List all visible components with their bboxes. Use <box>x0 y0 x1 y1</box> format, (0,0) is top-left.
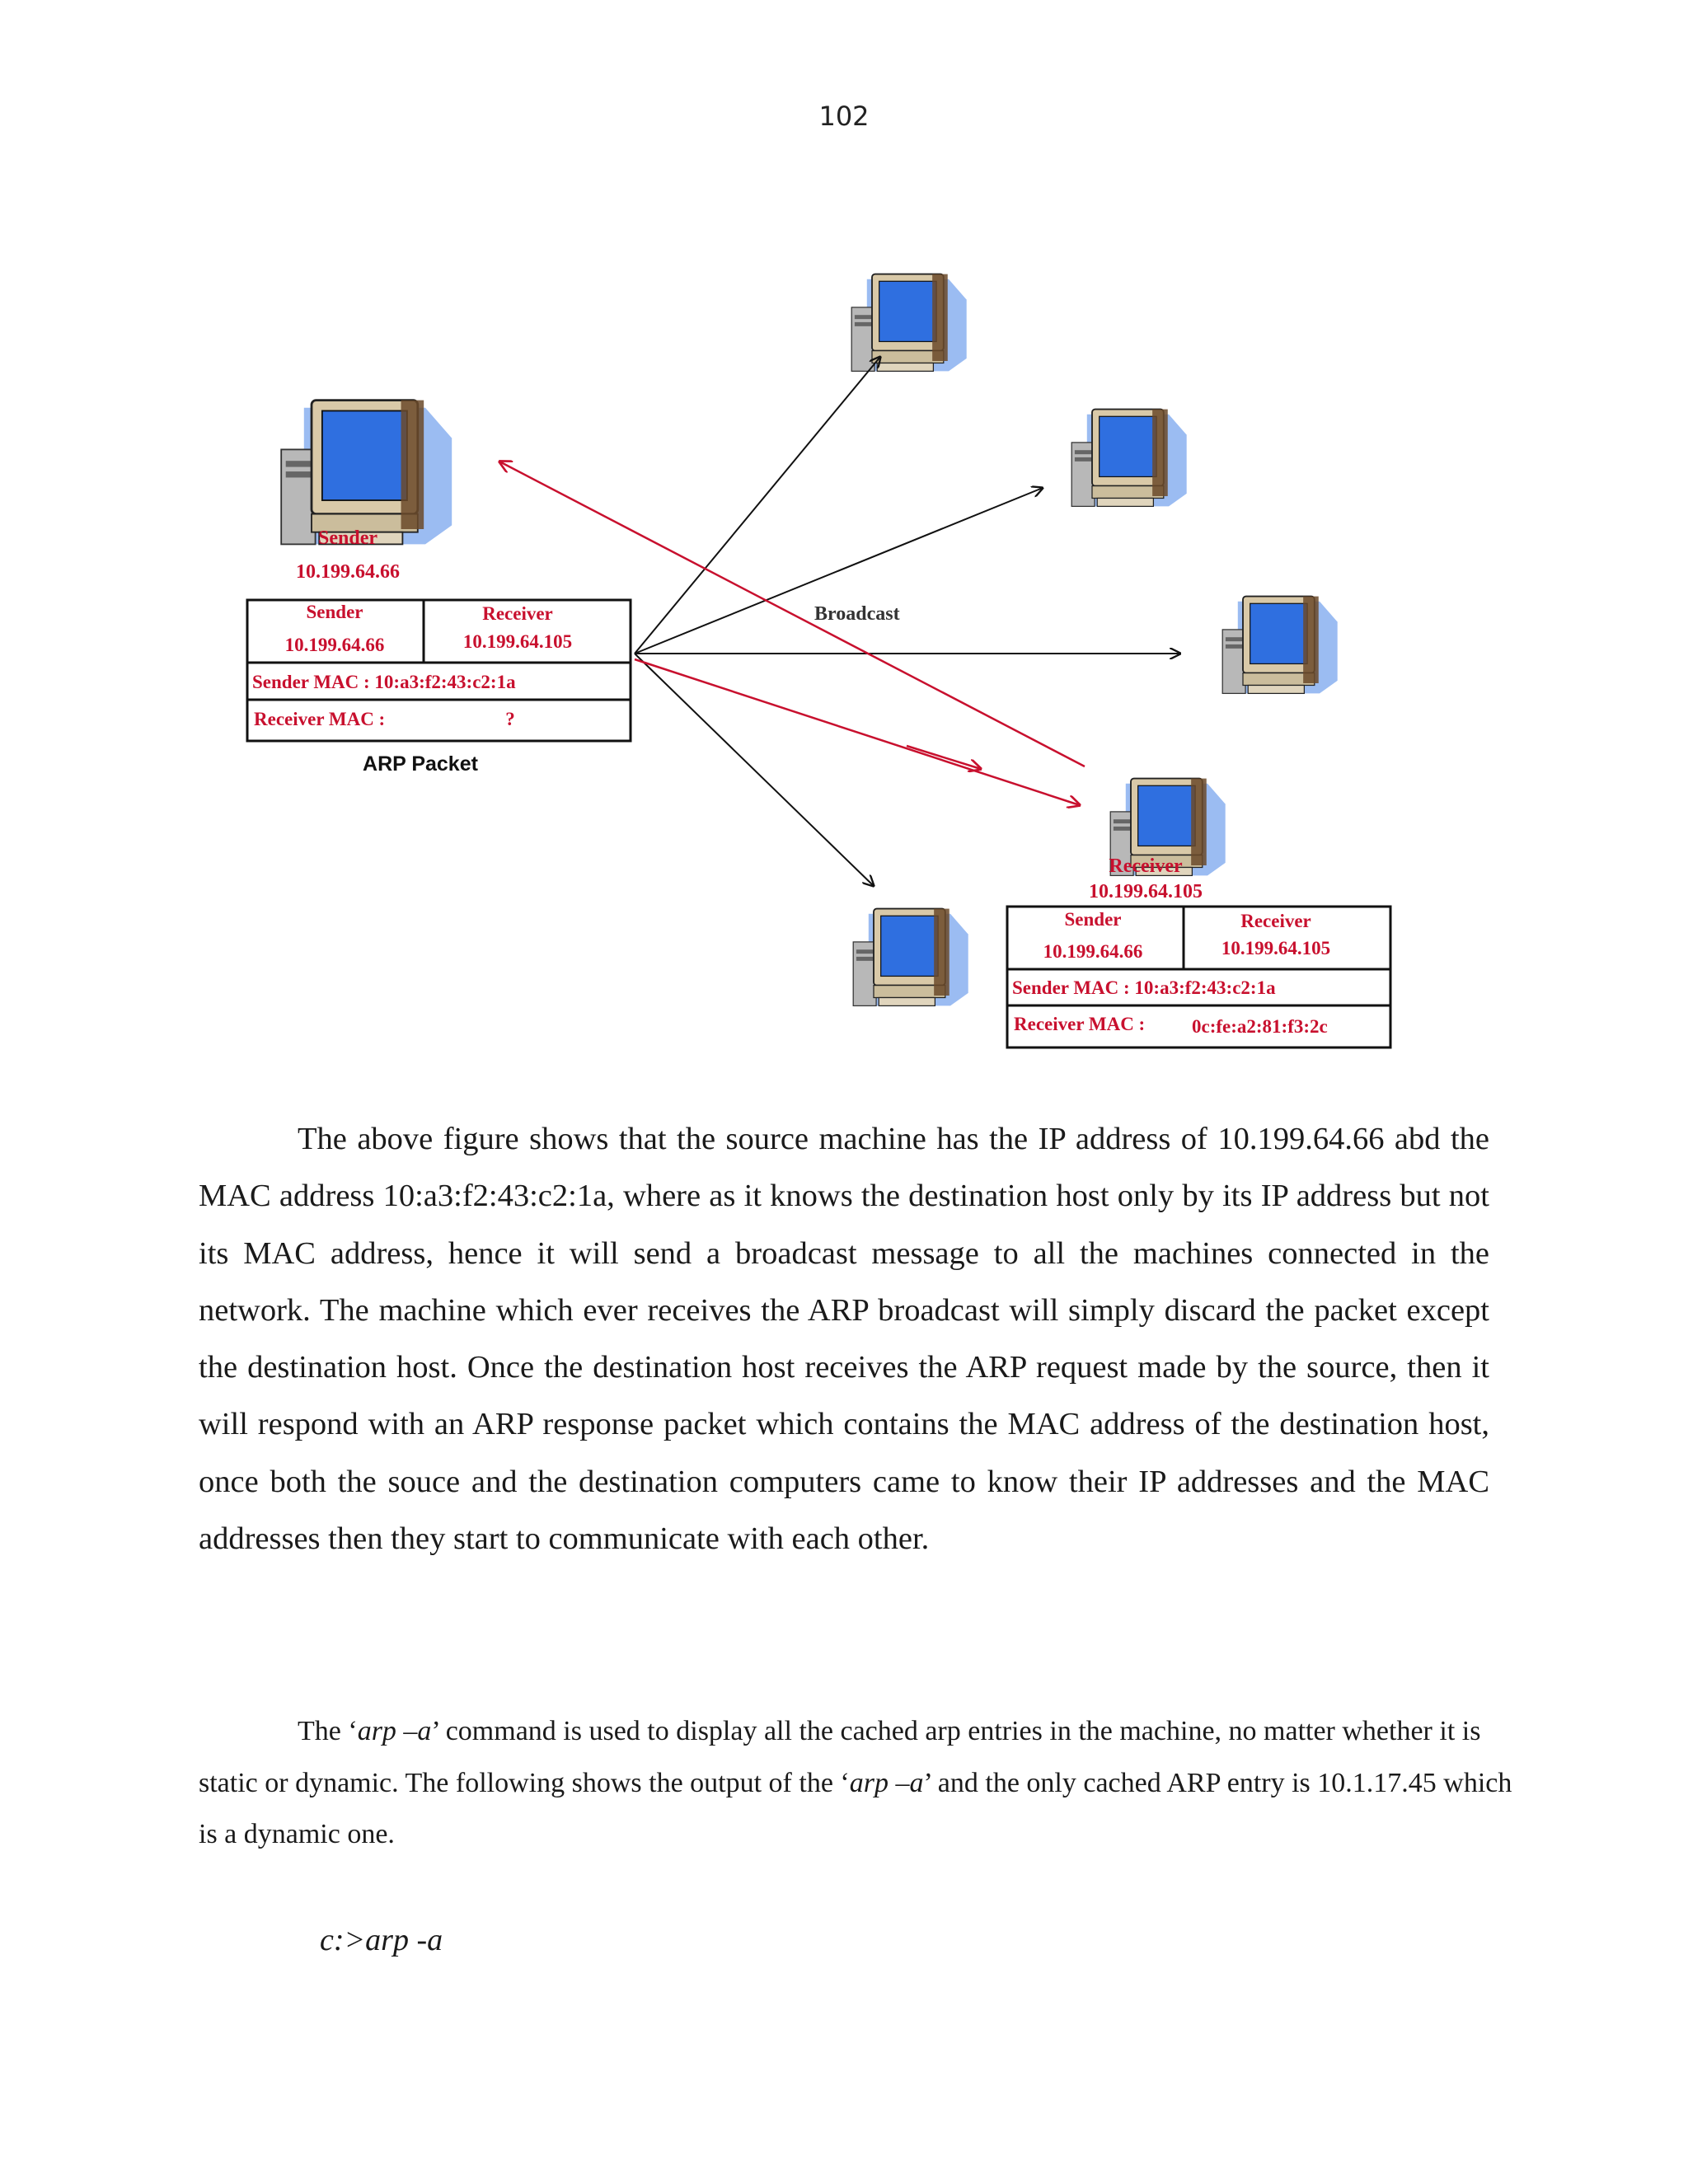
reply-receiver-header: Receiver <box>1240 911 1311 931</box>
sender-host-ip: 10.199.64.66 <box>296 561 400 583</box>
reply-sender-mac: Sender MAC : 10:a3:f2:43:c2:1a <box>1012 977 1276 998</box>
receiver-host-title: Receiver <box>1109 855 1183 877</box>
page-number: 102 <box>818 101 870 132</box>
body-paragraph-text: The above figure shows that the source m… <box>199 1122 1489 1557</box>
request-receiver-header: Receiver <box>482 603 553 624</box>
arp-request-table: Sender 10.199.64.66 Receiver 10.199.64.1… <box>246 598 632 743</box>
receiver-host-ip: 10.199.64.105 <box>1089 881 1203 902</box>
reply-receiver-mac-label: Receiver MAC : <box>1014 1014 1145 1034</box>
request-to-receiver-arrow <box>906 744 981 769</box>
host-computer-icon <box>1071 408 1188 508</box>
request-receiver-mac-label: Receiver MAC : <box>254 709 385 729</box>
request-sender-header: Sender <box>307 602 363 622</box>
host-computer-icon <box>852 907 969 1007</box>
arp-command-paragraph: The ‘arp –a’ command is used to display … <box>199 1706 1517 1861</box>
request-sender-ip: 10.199.64.66 <box>285 635 385 655</box>
broadcast-label: Broadcast <box>814 603 900 625</box>
command-inline: arp –a <box>849 1767 924 1798</box>
reply-receiver-ip: 10.199.64.105 <box>1221 938 1330 958</box>
reply-sender-ip: 10.199.64.66 <box>1043 941 1143 962</box>
sender-host-title: Sender <box>318 527 377 549</box>
command-inline: arp –a <box>357 1716 432 1746</box>
request-receiver-ip: 10.199.64.105 <box>463 631 572 652</box>
request-receiver-mac-value: ? <box>505 709 515 729</box>
sender-computer-icon <box>279 399 453 546</box>
paragraph-text: The ‘ <box>298 1716 358 1746</box>
broadcast-arrow <box>634 653 874 886</box>
host-computer-icon <box>1221 595 1339 695</box>
request-to-receiver-arrow <box>634 658 1080 805</box>
arp-reply-table: Sender 10.199.64.66 Receiver 10.199.64.1… <box>1006 905 1392 1049</box>
reply-sender-header: Sender <box>1065 909 1122 930</box>
body-paragraph: The above figure shows that the source m… <box>199 1111 1489 1568</box>
command-line: c:>arp -a <box>320 1923 443 1957</box>
arp-diagram: Broadcast Sender 10.199.64.66 Sender 10.… <box>246 273 1392 1049</box>
arp-packet-caption: ARP Packet <box>363 752 479 776</box>
broadcast-arrow <box>634 488 1043 654</box>
broadcast-arrow <box>634 357 880 654</box>
paragraph-text: ’ and the only cached ARP entry is 10.1.… <box>199 1767 1512 1850</box>
paragraph-text: ’ command is used to display all the cac… <box>199 1716 1481 1798</box>
reply-to-sender-arrow <box>499 462 1085 768</box>
reply-receiver-mac-value: 0c:fe:a2:81:f3:2c <box>1192 1016 1328 1037</box>
host-computer-icon <box>851 273 968 373</box>
request-sender-mac: Sender MAC : 10:a3:f2:43:c2:1a <box>252 672 516 692</box>
